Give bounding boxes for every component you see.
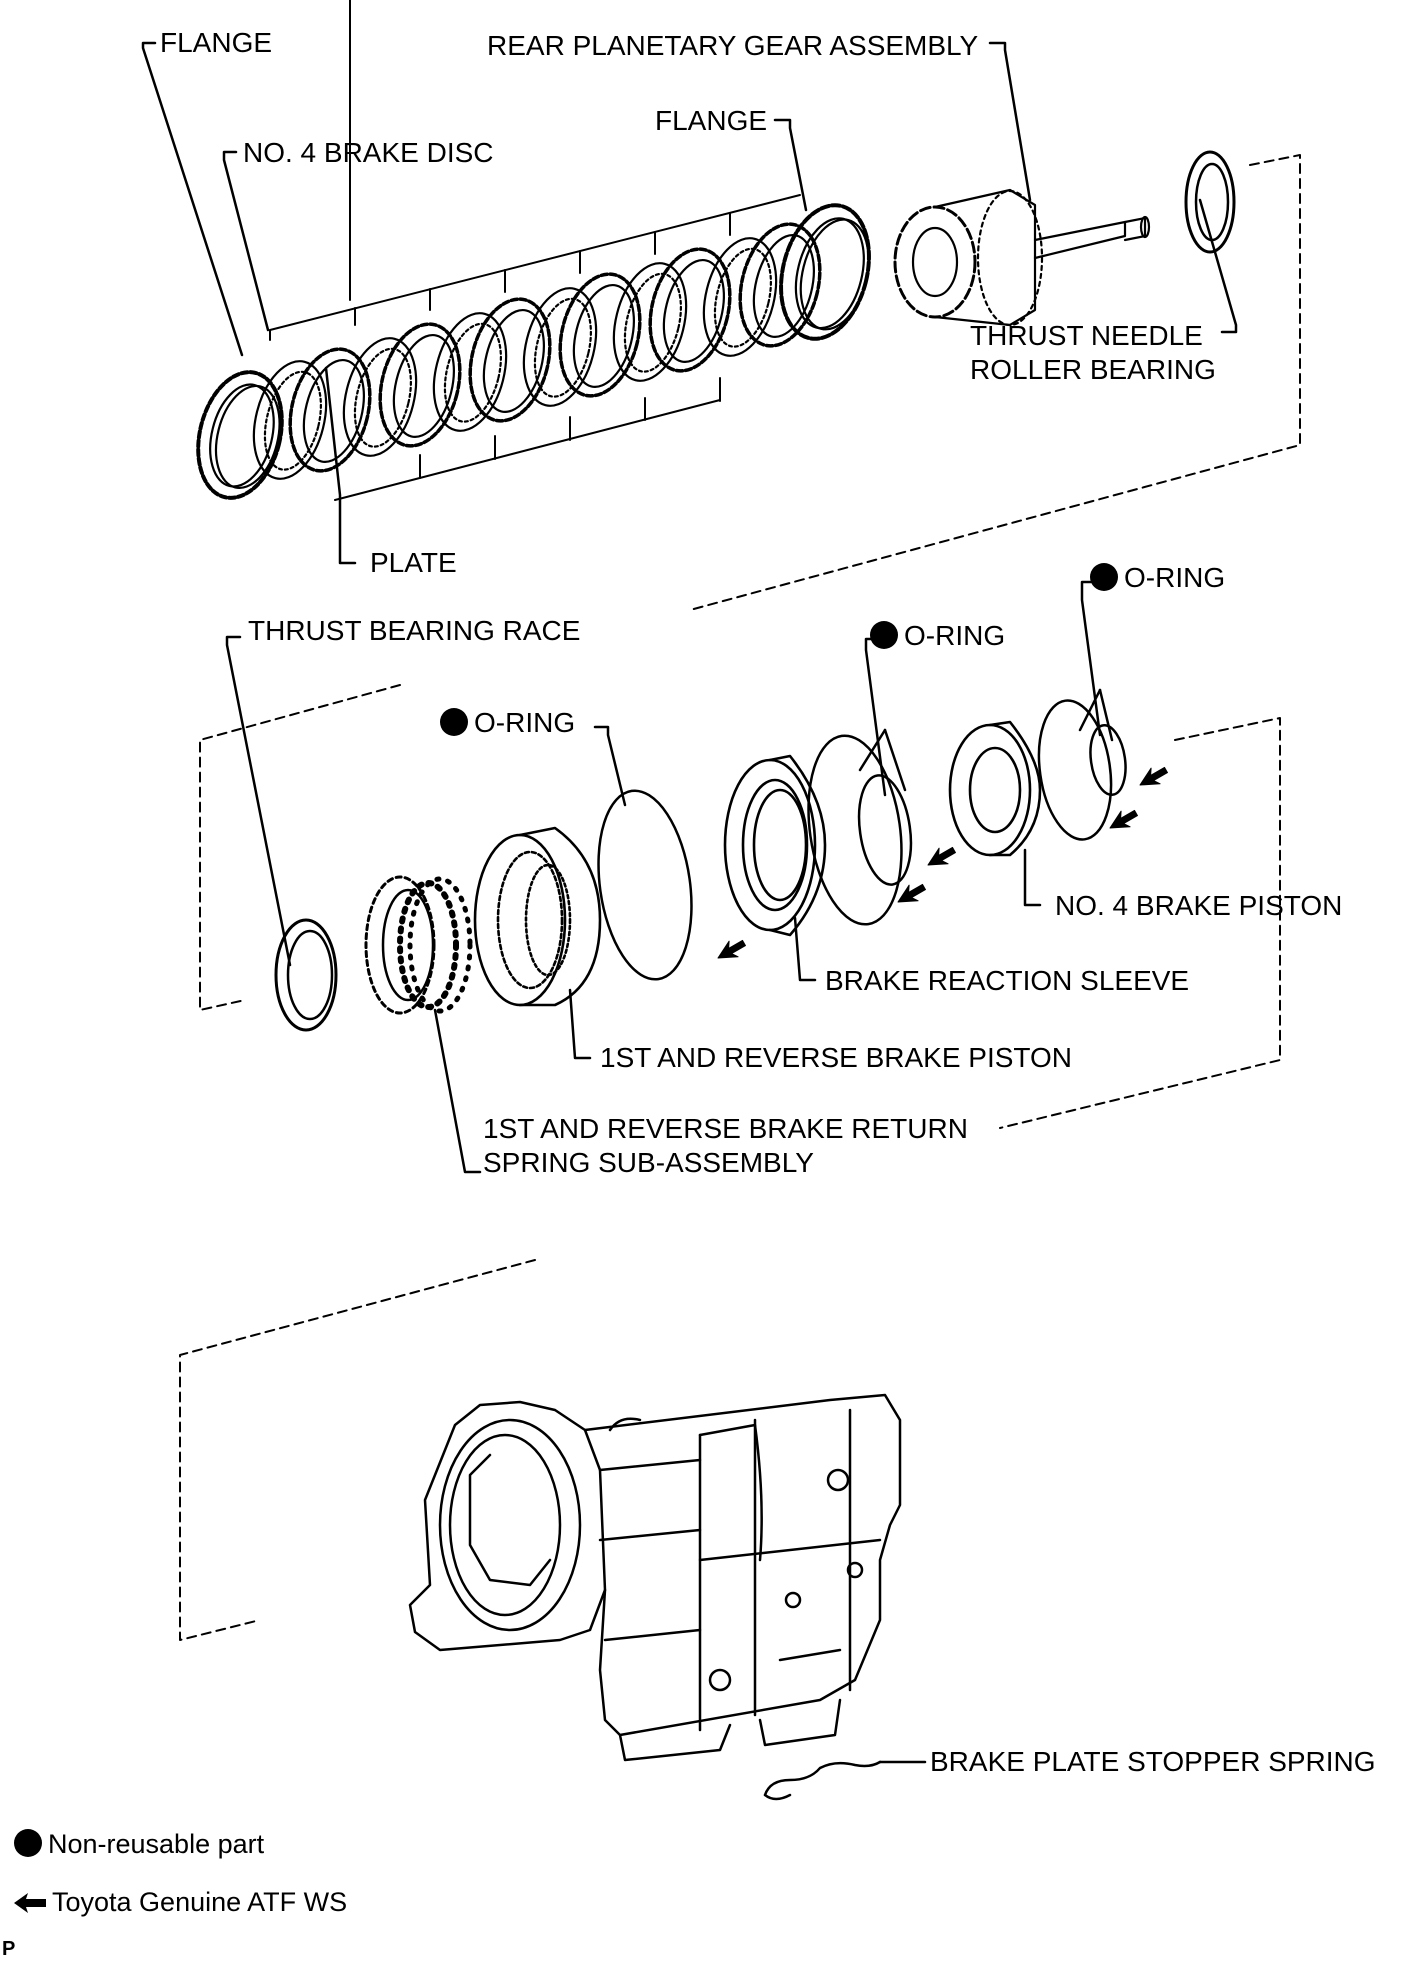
filled-circle-icon [14, 1829, 42, 1857]
o-ring-left [597, 789, 693, 981]
label-o-ring-top-right: O-RING [1090, 562, 1225, 594]
atf-arrows [717, 766, 1168, 959]
first-reverse-brake-piston [473, 826, 602, 1007]
transmission-case [408, 1393, 902, 1762]
non-reusable-icon [440, 708, 468, 736]
label-flange-left: FLANGE [160, 27, 273, 58]
label-thrust-needle-roller-bearing-2: ROLLER BEARING [970, 354, 1216, 385]
o-rings-middle [807, 734, 913, 926]
label-brake-reaction-sleeve: BRAKE REACTION SLEEVE [825, 965, 1190, 996]
label-o-ring-left: O-RING [440, 707, 575, 739]
dashed-guide-lines [179, 154, 1301, 1641]
label-thrust-needle-roller-bearing-1: THRUST NEEDLE [970, 320, 1203, 351]
non-reusable-icon [1090, 563, 1118, 591]
o-rings-top-right [1037, 699, 1127, 841]
disc-bracket-grid [269, 0, 801, 501]
label-flange-right: FLANGE [655, 105, 768, 136]
non-reusable-icon [870, 621, 898, 649]
leader-lines-middle [225, 580, 1114, 1174]
label-brake-plate-stopper-spring: BRAKE PLATE STOPPER SPRING [930, 1746, 1376, 1777]
legend-atf: Toyota Genuine ATF WS [14, 1886, 347, 1918]
label-return-spring-1: 1ST AND REVERSE BRAKE RETURN [483, 1113, 968, 1144]
thrust-needle-roller-bearing [1184, 150, 1236, 254]
brake-reaction-sleeve [723, 754, 827, 937]
arrow-left-icon [14, 1893, 46, 1913]
no4-brake-piston [948, 720, 1042, 857]
rear-planetary-gear-assembly [893, 188, 1151, 327]
label-plate: PLATE [370, 547, 457, 578]
label-return-spring-2: SPRING SUB-ASSEMBLY [483, 1147, 814, 1178]
label-first-reverse-brake-piston: 1ST AND REVERSE BRAKE PISTON [600, 1042, 1073, 1073]
label-no4-brake-piston: NO. 4 BRAKE PISTON [1055, 890, 1343, 921]
label-o-ring-middle: O-RING [870, 620, 1005, 652]
label-no4-brake-disc: NO. 4 BRAKE DISC [243, 137, 494, 168]
label-rear-planetary-gear-assembly: REAR PLANETARY GEAR ASSEMBLY [487, 30, 979, 61]
brake-plate-stopper-spring [763, 1760, 927, 1801]
thrust-bearing-race [274, 918, 338, 1032]
label-thrust-bearing-race: THRUST BEARING RACE [248, 615, 581, 646]
return-spring-sub-assembly [364, 875, 473, 1015]
clutch-pack [196, 203, 871, 500]
legend-non-reusable: Non-reusable part [14, 1828, 264, 1860]
corner-mark: P [2, 1938, 16, 1960]
leader-lines-top [141, 41, 1238, 565]
